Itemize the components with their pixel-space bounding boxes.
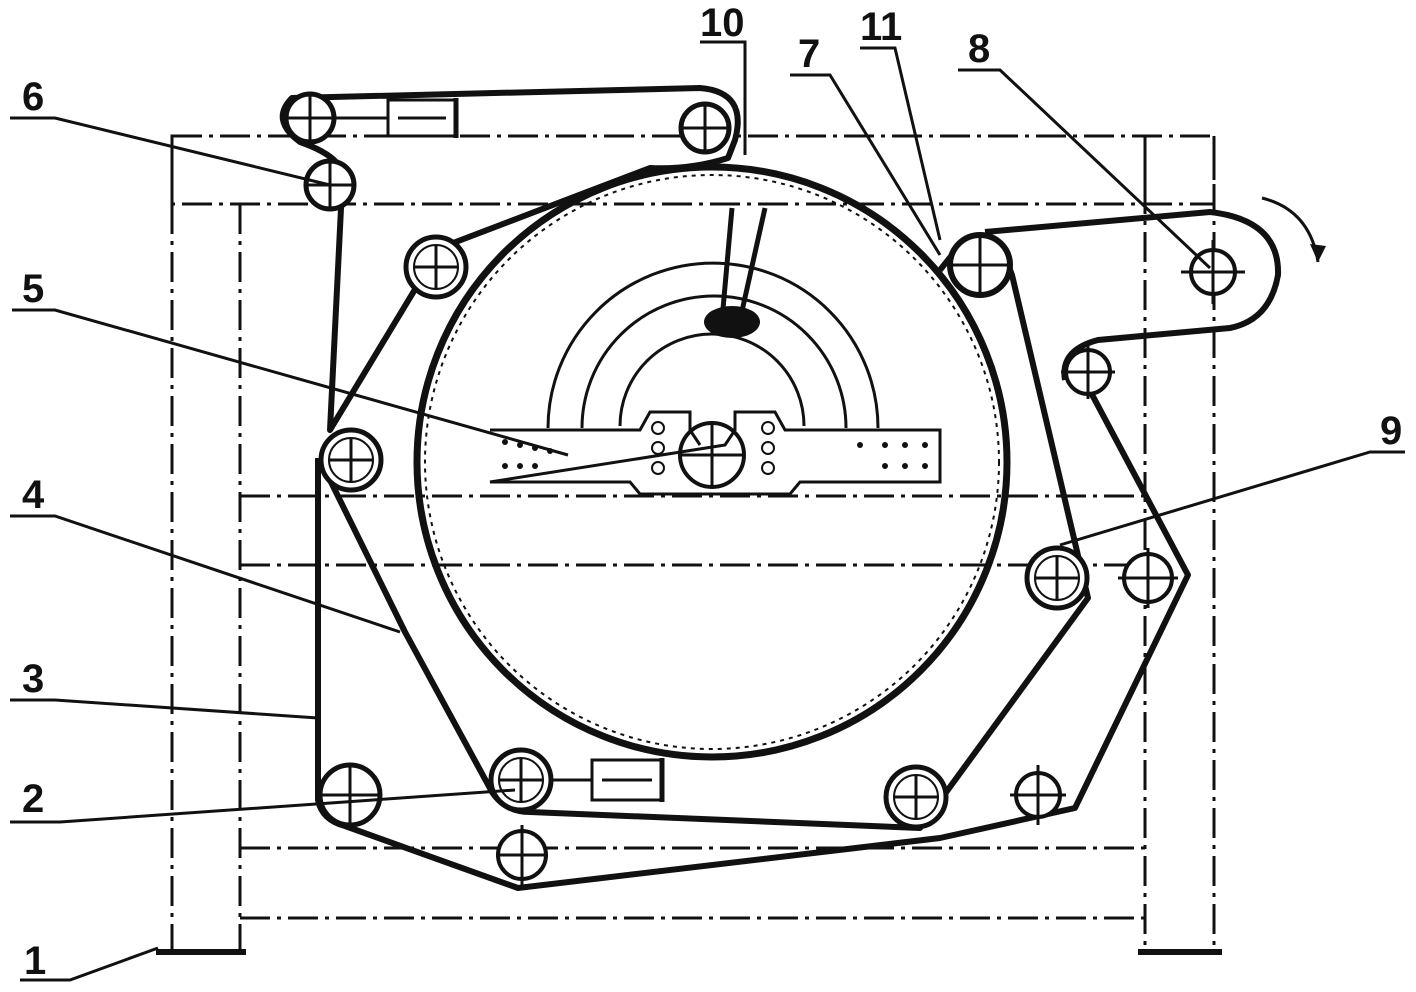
pulley-mid-left <box>318 427 384 493</box>
pulley-9 <box>1024 545 1090 611</box>
label-10: 10 <box>700 1 745 45</box>
rotation-arrow-icon <box>1261 196 1320 263</box>
pulley-upper-left <box>403 234 469 300</box>
pulley-top-left <box>283 91 337 145</box>
pulley-right-mid <box>1118 548 1178 608</box>
pulley-right-upper-small <box>1061 345 1115 399</box>
label-9: 9 <box>1380 409 1402 453</box>
leader-lines <box>10 40 1405 982</box>
support-frame <box>170 134 1216 950</box>
label-8: 8 <box>968 27 990 71</box>
label-7: 7 <box>798 32 820 76</box>
pulley-top-center <box>678 101 732 155</box>
right-drive-belt <box>984 209 1282 381</box>
pulley-7-11 <box>947 232 1013 298</box>
lower-tensioner <box>545 758 665 802</box>
outer-left-belt <box>315 370 1191 891</box>
label-2: 2 <box>22 777 44 821</box>
upper-tensioner <box>330 98 459 138</box>
drum-center-mechanism <box>489 207 942 496</box>
label-3: 3 <box>22 657 44 701</box>
pulley-bottom-right <box>883 764 949 830</box>
label-6: 6 <box>22 75 44 119</box>
pulley-bottom-left <box>317 762 383 828</box>
label-4: 4 <box>22 473 45 517</box>
label-1: 1 <box>24 939 46 983</box>
label-11: 11 <box>860 5 902 49</box>
pulley-lower-right-small <box>1010 765 1066 825</box>
arrow-head-icon <box>1310 244 1326 262</box>
tension-pulley-2 <box>488 747 554 813</box>
label-5: 5 <box>22 267 44 311</box>
main-drum <box>413 163 1011 761</box>
pulley-bottom-center <box>496 825 548 885</box>
